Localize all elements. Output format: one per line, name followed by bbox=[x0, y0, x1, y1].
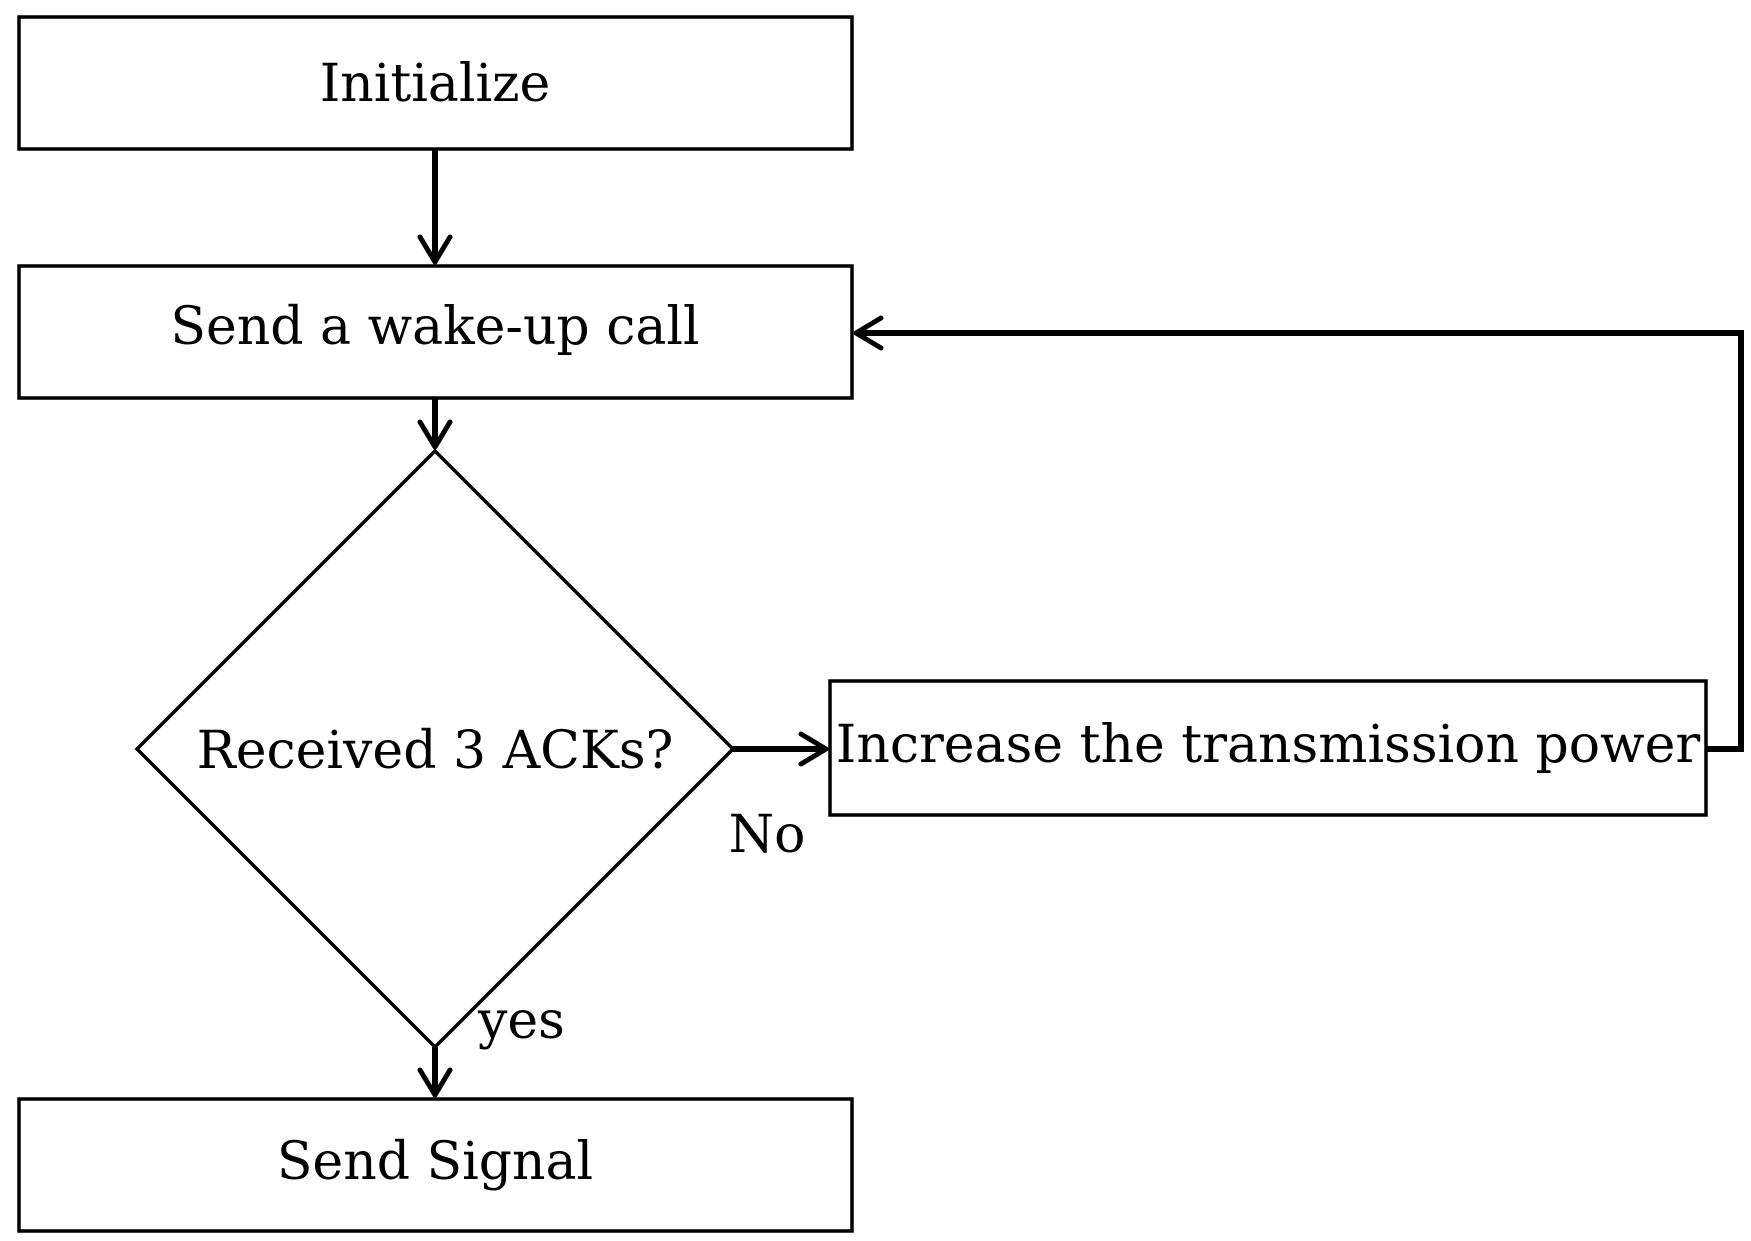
edge-wakeup-to-decision-arrowhead bbox=[417, 419, 453, 450]
edge-increase-to-wakeup-arrowhead bbox=[853, 315, 884, 351]
edge-wakeup-to-decision bbox=[417, 398, 453, 450]
node-increase-label: Increase the transmission power bbox=[836, 715, 1701, 775]
node-decision: Received 3 ACKs? bbox=[134, 448, 736, 1050]
node-decision-label: Received 3 ACKs? bbox=[197, 721, 674, 781]
edge-decision-to-send-signal: yes bbox=[417, 991, 565, 1098]
node-send-signal-box bbox=[17, 1097, 854, 1233]
node-initialize-label: Initialize bbox=[320, 54, 551, 114]
edge-increase-to-wakeup bbox=[853, 315, 1744, 752]
edge-decision-to-increase-arrowhead bbox=[798, 731, 829, 767]
node-send-signal-label: Send Signal bbox=[277, 1132, 593, 1192]
node-initialize-box bbox=[17, 15, 854, 151]
node-send-signal: Send Signal bbox=[17, 1097, 854, 1233]
edge-label-yes: yes bbox=[477, 991, 565, 1051]
edge-initialize-to-wakeup bbox=[417, 149, 453, 265]
node-wakeup-label: Send a wake-up call bbox=[170, 297, 699, 357]
edge-label-no: No bbox=[729, 805, 806, 865]
node-initialize: Initialize bbox=[17, 15, 854, 151]
node-increase: Increase the transmission power bbox=[828, 679, 1708, 817]
node-wakeup-box bbox=[17, 264, 854, 400]
edge-decision-to-increase: No bbox=[729, 731, 829, 865]
node-increase-box bbox=[828, 679, 1708, 817]
edge-initialize-to-wakeup-arrowhead bbox=[417, 234, 453, 265]
edge-increase-to-wakeup-line bbox=[856, 330, 1744, 752]
node-wakeup: Send a wake-up call bbox=[17, 264, 854, 400]
edge-decision-to-send-signal-arrowhead bbox=[417, 1067, 453, 1098]
